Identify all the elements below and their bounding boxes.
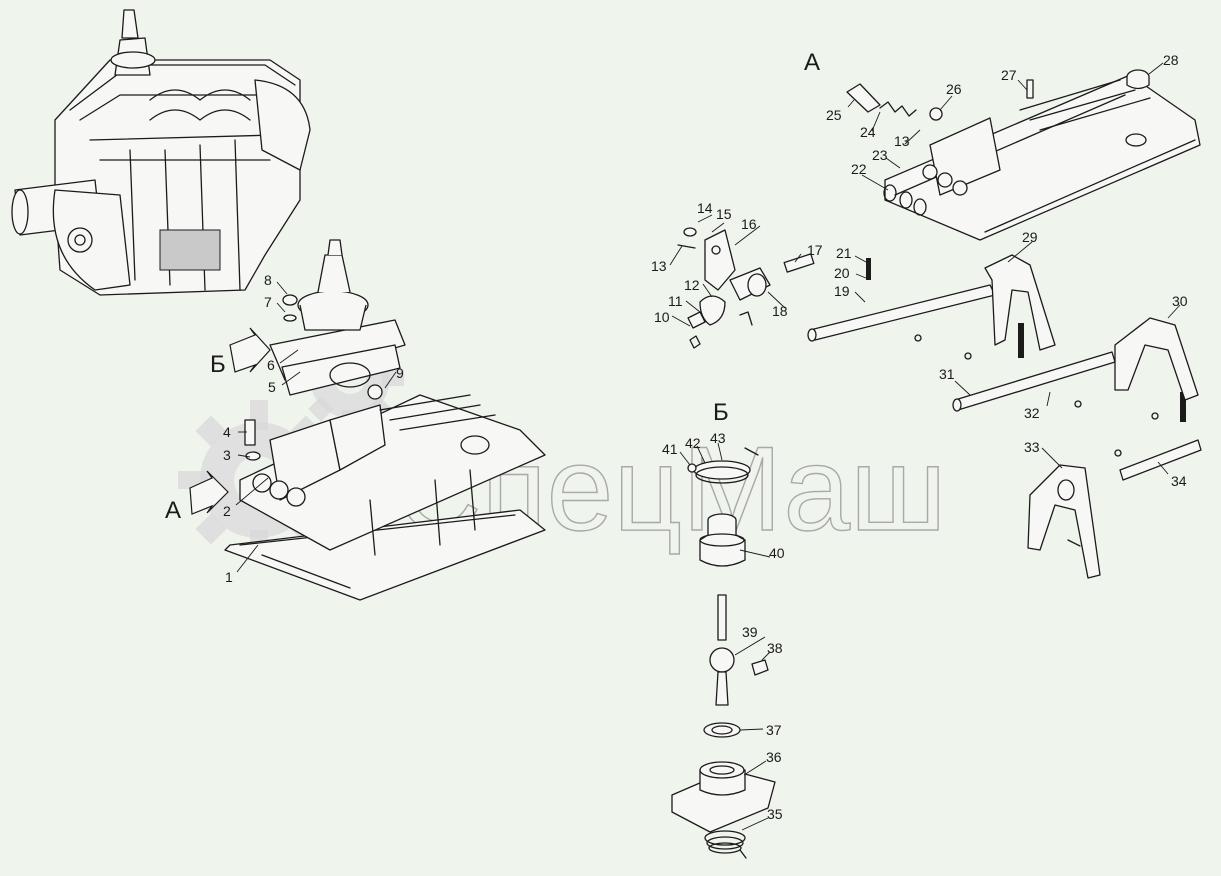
callout-25: 25 <box>826 107 842 123</box>
callout-24: 24 <box>860 124 876 140</box>
callout-7: 7 <box>264 294 272 310</box>
callout-13: 13 <box>651 258 667 274</box>
callout-30: 30 <box>1172 293 1188 309</box>
callout-19: 19 <box>834 283 850 299</box>
callout-39: 39 <box>742 624 758 640</box>
callout-31: 31 <box>939 366 955 382</box>
callout-26: 26 <box>946 81 962 97</box>
callout-21: 21 <box>836 245 852 261</box>
callout-37: 37 <box>766 722 782 738</box>
shift-cover-right <box>846 69 1201 241</box>
view-label-a-left: А <box>165 497 181 524</box>
view-label-b-center: Б <box>713 399 729 426</box>
callout-10: 10 <box>654 309 670 325</box>
callout-20: 20 <box>834 265 850 281</box>
shift-rails-and-forks <box>807 254 1202 579</box>
shift-cover-left <box>189 239 546 601</box>
callout-15: 15 <box>716 206 732 222</box>
callout-6: 6 <box>267 357 275 373</box>
callout-38: 38 <box>767 640 783 656</box>
gear-lever-assembly <box>671 447 776 859</box>
callout-9: 9 <box>396 365 404 381</box>
selector-linkage <box>677 227 815 349</box>
callout-35: 35 <box>767 806 783 822</box>
view-label-a-top: А <box>804 49 820 76</box>
callout-8: 8 <box>264 272 272 288</box>
callout-33: 33 <box>1024 439 1040 455</box>
callout-34: 34 <box>1171 473 1187 489</box>
callout-14: 14 <box>697 200 713 216</box>
callout-1: 1 <box>225 569 233 585</box>
callout-29: 29 <box>1022 229 1038 245</box>
callout-41: 41 <box>662 441 678 457</box>
callout-16: 16 <box>741 216 757 232</box>
callout-36: 36 <box>766 749 782 765</box>
callout-18: 18 <box>772 303 788 319</box>
callout-17: 17 <box>807 242 823 258</box>
callout-3: 3 <box>223 447 231 463</box>
callout-12: 12 <box>684 277 700 293</box>
callout-2: 2 <box>223 503 231 519</box>
callout-28: 28 <box>1163 52 1179 68</box>
callout-27: 27 <box>1001 67 1017 83</box>
leader-lines <box>235 62 1181 831</box>
callout-40: 40 <box>769 545 785 561</box>
callout-42: 42 <box>685 435 701 451</box>
view-label-b-left: Б <box>210 351 226 378</box>
callout-13-cover: 13 <box>894 133 910 149</box>
callout-11: 11 <box>668 293 683 309</box>
callout-23: 23 <box>872 147 888 163</box>
callout-32: 32 <box>1024 405 1040 421</box>
callout-4: 4 <box>223 424 231 440</box>
gearbox-assembly <box>11 9 311 296</box>
callout-43: 43 <box>710 430 726 446</box>
callout-5: 5 <box>268 379 276 395</box>
callout-22: 22 <box>851 161 867 177</box>
